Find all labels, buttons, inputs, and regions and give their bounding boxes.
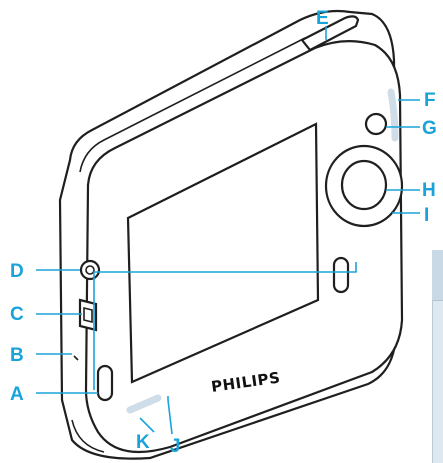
leader-k — [139, 417, 155, 433]
back-button — [332, 256, 350, 294]
option-button — [364, 112, 388, 136]
power-button — [96, 364, 114, 402]
headphone-jack — [79, 259, 101, 281]
callout-d: D — [10, 261, 24, 282]
adjacent-panel-header — [432, 250, 443, 301]
indicator-light-bottom — [126, 394, 162, 414]
callout-b: B — [10, 345, 24, 366]
leader-bracket — [93, 262, 357, 390]
callout-h: H — [422, 180, 436, 201]
shell-edge-line-lower — [71, 419, 105, 453]
headphone-jack-inner — [85, 265, 95, 275]
adjacent-panel-edge — [432, 250, 443, 463]
callout-j: J — [170, 436, 181, 457]
shell-edge-line — [79, 37, 306, 173]
usb-port-detail — [83, 306, 93, 324]
reset-hole — [73, 355, 79, 361]
navigation-center-button — [340, 159, 388, 211]
callout-a: A — [10, 384, 24, 405]
callout-f: F — [424, 90, 436, 111]
leader-j — [167, 396, 173, 435]
callout-g: G — [422, 118, 437, 139]
callout-c: C — [10, 304, 24, 325]
callout-k: K — [136, 432, 150, 453]
callout-i: I — [424, 205, 429, 226]
indicator-light-top — [387, 88, 399, 142]
volume-button — [300, 15, 360, 52]
callout-e: E — [316, 8, 329, 29]
screen — [126, 122, 320, 384]
